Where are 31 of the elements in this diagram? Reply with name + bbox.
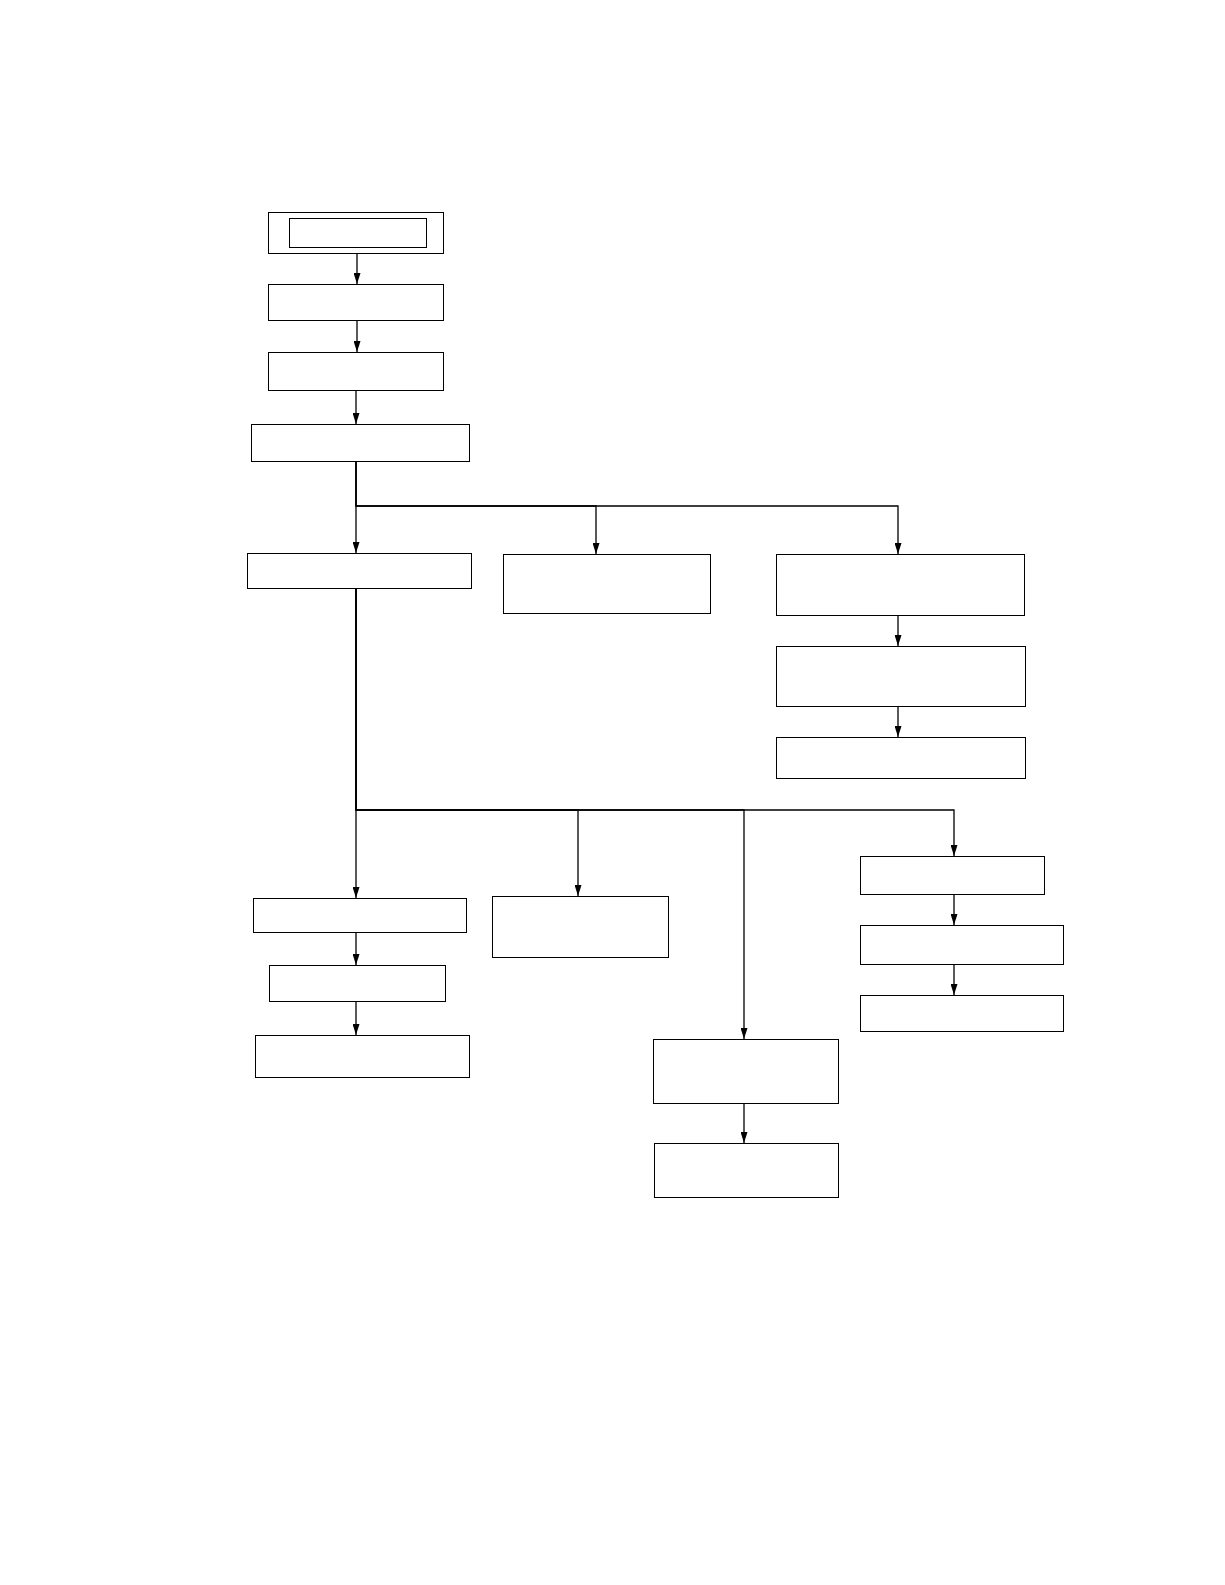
process-box (269, 965, 446, 1002)
process-box (255, 1035, 470, 1078)
arrow (355, 588, 958, 857)
process-box (860, 856, 1045, 895)
arrow (353, 253, 361, 285)
process-box (268, 212, 444, 254)
process-box (247, 553, 472, 589)
inner-box (289, 218, 427, 248)
process-box (654, 1143, 839, 1198)
arrow (740, 1103, 748, 1144)
process-box (503, 554, 711, 614)
arrow (352, 390, 360, 425)
process-box (268, 284, 444, 321)
process-box (653, 1039, 839, 1104)
process-box (860, 995, 1064, 1032)
arrow (894, 615, 902, 647)
arrow (352, 932, 360, 966)
arrow (950, 894, 958, 926)
arrow (950, 964, 958, 996)
process-box (251, 424, 470, 462)
arrow (355, 461, 902, 555)
arrow (352, 1001, 360, 1036)
process-box (776, 646, 1026, 707)
process-box (253, 898, 467, 933)
process-box (776, 737, 1026, 779)
process-box (776, 554, 1025, 616)
arrow (894, 706, 902, 738)
process-box (860, 925, 1064, 965)
process-box (492, 896, 669, 958)
process-box (268, 352, 444, 391)
arrow (353, 320, 361, 353)
